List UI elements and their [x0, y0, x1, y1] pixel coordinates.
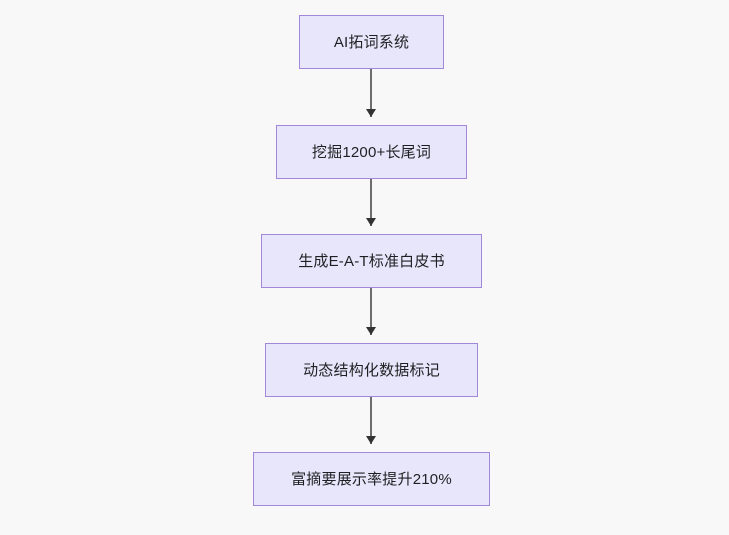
- flow-edge-3: [370, 288, 372, 335]
- flow-node-3[interactable]: 生成E-A-T标准白皮书: [261, 234, 482, 288]
- arrow-down-icon: [366, 218, 376, 226]
- flow-node-label: 富摘要展示率提升210%: [291, 470, 452, 488]
- arrow-down-icon: [366, 436, 376, 444]
- flow-node-1[interactable]: AI拓词系统: [299, 15, 444, 69]
- flow-edge-4: [370, 397, 372, 444]
- flow-node-2[interactable]: 挖掘1200+长尾词: [276, 125, 467, 179]
- flow-node-label: 动态结构化数据标记: [303, 361, 440, 379]
- flow-node-label: 生成E-A-T标准白皮书: [298, 252, 445, 270]
- arrow-down-icon: [366, 327, 376, 335]
- flow-node-5[interactable]: 富摘要展示率提升210%: [253, 452, 490, 506]
- flow-node-4[interactable]: 动态结构化数据标记: [265, 343, 478, 397]
- arrow-down-icon: [366, 109, 376, 117]
- flow-node-label: AI拓词系统: [333, 33, 410, 51]
- flow-edge-2: [370, 179, 372, 226]
- flow-node-label: 挖掘1200+长尾词: [311, 143, 432, 161]
- flow-edge-1: [370, 69, 372, 117]
